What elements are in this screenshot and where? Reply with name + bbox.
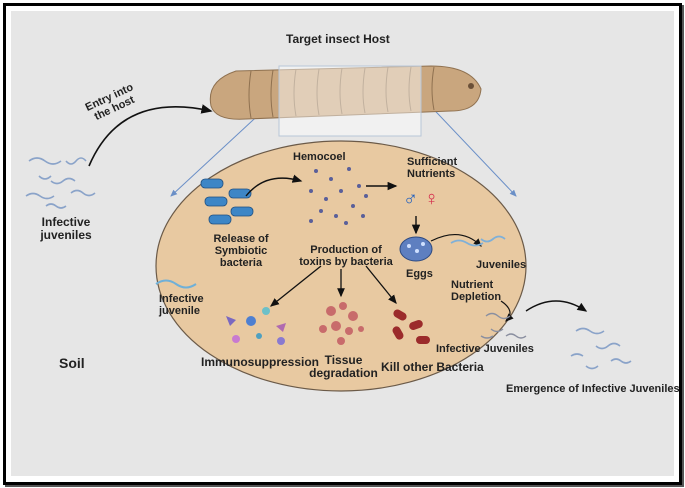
kill-bacteria-icon	[392, 309, 430, 344]
kill-other-bacteria-label: Kill other Bacteria	[381, 360, 484, 374]
production-label: Production of toxins by bacteria	[299, 244, 393, 269]
juveniles-label: Juveniles	[476, 259, 527, 271]
entry-arrow	[88, 104, 213, 167]
emerged-juveniles-icon	[570, 327, 632, 370]
eggs-icon	[399, 236, 433, 262]
female-symbol-icon: ♀	[424, 188, 439, 210]
hemocoel-label: Hemocoel	[293, 151, 346, 163]
immuno-arrow	[269, 265, 322, 307]
infective-juveniles-inside-label: Infective Juveniles	[436, 343, 534, 355]
immunosuppression-label: Immunosuppression	[201, 355, 320, 369]
tissue-degradation-label: Tissue degradation	[309, 353, 378, 381]
diagram-panel: Target insect Host Entry into the host H…	[11, 11, 680, 476]
host-body-oval	[155, 140, 527, 392]
target-host-label: Target insect Host	[286, 32, 390, 46]
soil-label: Soil	[59, 355, 85, 371]
infective-juveniles-label: Infective juveniles	[40, 215, 92, 243]
kill-arrow	[365, 265, 397, 305]
tissue-degradation-icon	[319, 302, 364, 345]
nutrient-depletion-label: Nutrient Depletion	[451, 279, 502, 304]
juveniles-arrow	[430, 234, 482, 247]
symbiotic-bacteria-icon	[200, 178, 254, 225]
zoom-line-right	[420, 95, 517, 197]
immunosuppression-icon	[226, 307, 286, 345]
release-arrow	[245, 174, 303, 197]
eggs-label: Eggs	[406, 268, 433, 280]
infective-juvenile-icon	[155, 279, 197, 289]
emergence-arrow	[525, 300, 588, 312]
diagram-canvas	[25, 65, 632, 392]
figure-frame: Target insect Host Entry into the host H…	[3, 3, 682, 485]
sufficient-nutrients-label: Sufficient Nutrients	[407, 156, 458, 181]
insect-larva-icon	[209, 65, 482, 137]
hemocoel-particles	[309, 167, 368, 225]
release-label: Release of Symbiotic bacteria	[213, 233, 269, 270]
infective-juveniles-icon	[25, 157, 96, 209]
juveniles-icon	[450, 235, 506, 247]
infective-juvenile-label: Infective juvenile	[159, 293, 204, 318]
male-symbol-icon: ♂	[403, 188, 418, 210]
depletion-arrow	[500, 300, 514, 322]
emergence-label: Emergence of Infective Juveniles	[506, 383, 680, 395]
infective-juveniles-inside-icon	[480, 312, 527, 339]
